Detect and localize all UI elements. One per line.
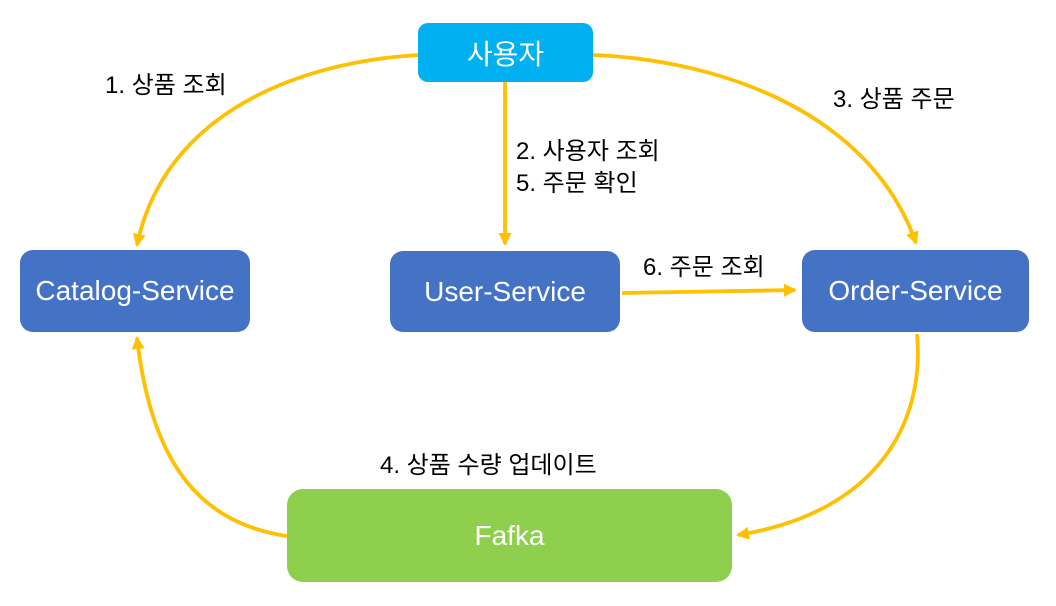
node-user-service: User-Service <box>390 251 620 332</box>
node-order-service-label: Order-Service <box>828 275 1003 306</box>
edge-label-step3: 3. 상품 주문 <box>833 86 955 113</box>
node-catalog-service-label: Catalog-Service <box>35 275 235 306</box>
edge-label-step4: 4. 상품 수량 업데이트 <box>380 452 597 479</box>
edge-label-step2-5: 2. 사용자 조회 5. 주문 확인 <box>516 136 660 200</box>
arrow-step3-user-to-order <box>592 53 919 245</box>
node-user: 사용자 <box>418 23 593 82</box>
node-catalog-service: Catalog-Service <box>20 250 250 332</box>
arrow-step4-kafka-to-catalog <box>131 336 288 538</box>
arrow-step6-userservice-to-order <box>621 283 797 297</box>
edge-label-step1: 1. 상품 조회 <box>105 72 227 99</box>
edge-label-step5: 5. 주문 확인 <box>516 170 638 197</box>
node-kafka-label: Fafka <box>474 519 545 551</box>
edge-label-step6: 6. 주문 조회 <box>643 254 765 281</box>
edge-label-step2: 2. 사용자 조회 <box>516 138 660 165</box>
node-user-label: 사용자 <box>466 38 545 70</box>
node-order-service: Order-Service <box>802 250 1029 332</box>
node-kafka: Fafka <box>287 489 732 582</box>
node-user-service-label: User-Service <box>424 275 586 307</box>
arrow-step4-order-to-kafka <box>736 333 920 540</box>
arrow-step1-user-to-catalog <box>132 53 419 247</box>
